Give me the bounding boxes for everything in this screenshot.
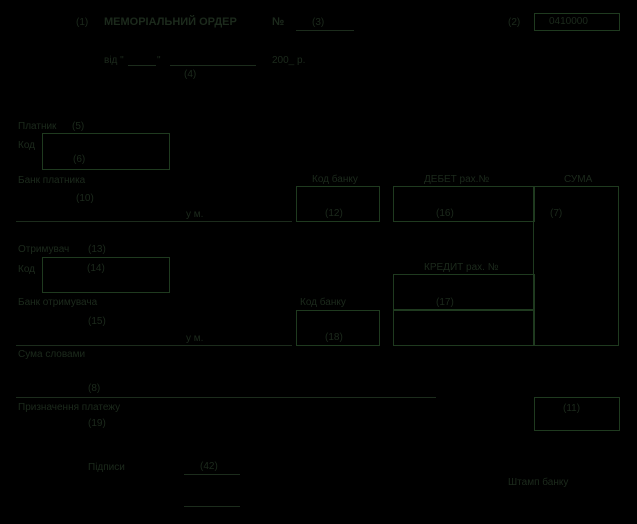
recipient-code-13: (13) [88, 244, 106, 255]
purpose-code-box: (11) [534, 397, 620, 431]
signature-line-1 [184, 474, 240, 475]
payer-code-12: (12) [325, 208, 343, 219]
stamp-label: Штамп банку [508, 477, 569, 488]
recipient-id-box: (14) [42, 257, 170, 293]
payer-label: Платник [18, 121, 57, 132]
payer-id-box: (6) [42, 133, 170, 170]
form-title: МЕМОРІАЛЬНИЙ ОРДЕР [104, 16, 237, 28]
payer-code-5: (5) [72, 121, 85, 132]
recipient-bank-label: Банк отримувача [18, 297, 98, 308]
number-sign: № [272, 16, 285, 28]
payer-bank-code-box: (12) [296, 186, 380, 222]
purpose-code-19: (19) [88, 418, 106, 429]
sum-words-label: Сума словами [18, 349, 86, 360]
date-month-underline [170, 65, 256, 66]
signature-label: Підписи [88, 462, 125, 473]
header-code-1: (1) [76, 17, 89, 28]
recipient-code-18: (18) [325, 332, 343, 343]
purpose-code-11: (11) [563, 403, 581, 414]
sum-box: (7) [533, 186, 619, 346]
payer-code-16: (16) [436, 208, 454, 219]
payer-code-6: (6) [73, 154, 86, 165]
payer-city-label: у м. [186, 209, 204, 220]
payer-code-10: (10) [76, 193, 94, 204]
sum-label: СУМА [564, 174, 593, 185]
recipient-bank-code-label: Код банку [300, 297, 346, 308]
recipient-id-label: Код [18, 264, 36, 275]
payer-bank-code-label: Код банку [312, 174, 358, 185]
number-underline [296, 30, 354, 31]
signature-code-42: (42) [200, 461, 218, 472]
date-quote: " [157, 55, 161, 66]
form-code: 0410000 [549, 16, 588, 27]
recipient-code-14: (14) [87, 263, 105, 274]
sum-words-code-8: (8) [88, 383, 101, 394]
recipient-label: Отримувач [18, 244, 70, 255]
payer-id-label: Код [18, 140, 36, 151]
recipient-code-15: (15) [88, 316, 106, 327]
recipient-bank-code-box: (18) [296, 310, 380, 346]
date-day-underline [128, 65, 156, 66]
date-year: 200_ р. [272, 55, 306, 66]
payer-bank-label: Банк платника [18, 175, 86, 186]
date-prefix: від " [104, 55, 124, 66]
header-code-2: (2) [508, 17, 521, 28]
sum-code-7: (7) [550, 208, 563, 219]
recipient-bank-underline [16, 345, 292, 346]
credit-extra-box [393, 310, 535, 346]
recipient-code-17: (17) [436, 297, 454, 308]
date-code-4: (4) [184, 69, 197, 80]
purpose-label: Призначення платежу [18, 402, 121, 413]
debit-label: ДЕБЕТ рах.№ [424, 174, 490, 185]
credit-label: КРЕДИТ рах. № [424, 262, 499, 273]
signature-line-2 [184, 506, 240, 507]
form-code-box: 0410000 [534, 13, 620, 31]
credit-account-box: (17) [393, 274, 535, 310]
sum-words-underline [16, 397, 436, 398]
debit-account-box: (16) [393, 186, 535, 222]
payer-bank-underline [16, 221, 292, 222]
header-code-3: (3) [312, 17, 325, 28]
recipient-city-label: у м. [186, 333, 204, 344]
